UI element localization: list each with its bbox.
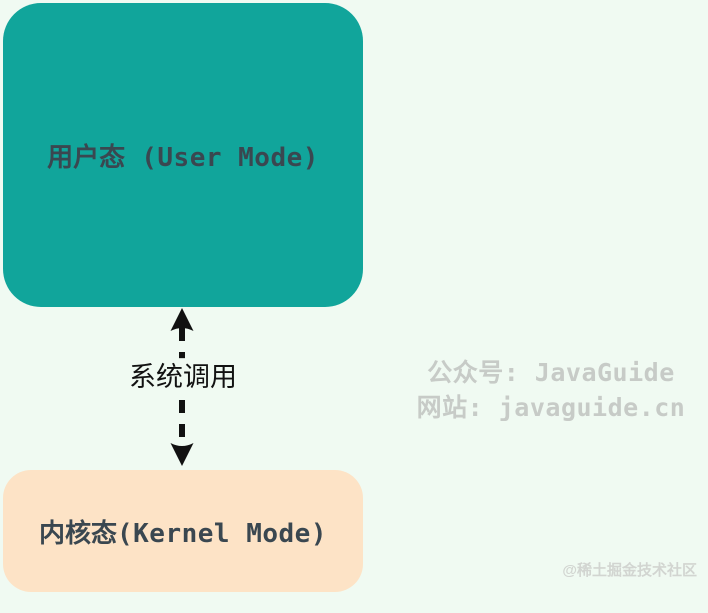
kernel-mode-label: 内核态(Kernel Mode) — [39, 513, 327, 550]
javaguide-watermark: 公众号: JavaGuide 网站: javaguide.cn — [417, 355, 686, 425]
system-call-label: 系统调用 — [125, 358, 241, 398]
juejin-credit: @稀土掘金技术社区 — [562, 562, 697, 579]
kernel-mode-label-zh: 内核态 — [38, 517, 117, 548]
user-mode-label-zh: 用户态 — [47, 141, 126, 172]
arrow-down-head-icon — [170, 443, 194, 466]
kernel-mode-box: 内核态(Kernel Mode) — [3, 470, 363, 592]
user-mode-label: 用户态 (User Mode) — [47, 137, 319, 174]
user-mode-box: 用户态 (User Mode) — [3, 3, 363, 307]
arrow-up-head-icon — [170, 308, 194, 331]
user-mode-label-en: (User Mode) — [125, 142, 319, 173]
watermark-line2: 网站: javaguide.cn — [416, 393, 686, 422]
watermark-line1: 公众号: JavaGuide — [427, 358, 675, 387]
kernel-mode-label-en: (Kernel Mode) — [117, 518, 327, 549]
